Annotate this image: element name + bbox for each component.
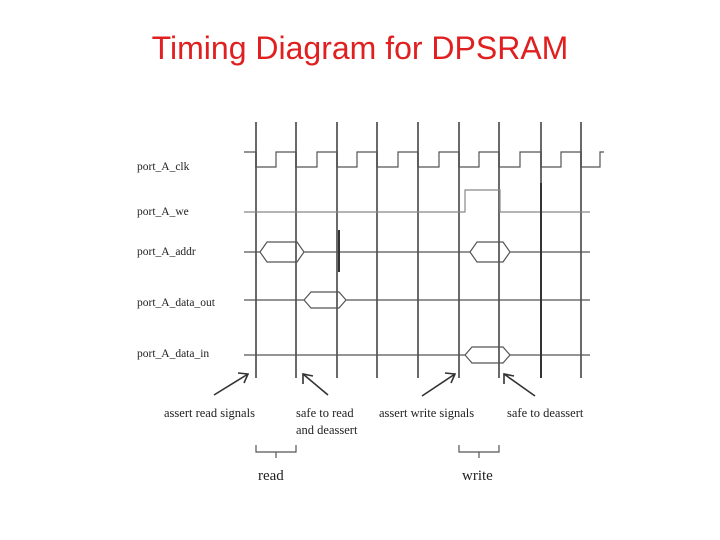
transition-marks — [338, 183, 542, 378]
annotations: assert read signals safe to read and dea… — [164, 406, 584, 437]
waveform-clk — [244, 151, 604, 168]
group-brackets — [255, 445, 500, 458]
waveform-data-out — [244, 291, 590, 309]
annotation-safe-read-line2: and deassert — [296, 423, 358, 437]
signal-label-addr: port_A_addr — [137, 246, 196, 258]
waveform-we — [244, 189, 590, 213]
signal-labels: port_A_clk port_A_we port_A_addr port_A_… — [137, 161, 216, 360]
waveform-addr — [244, 241, 590, 263]
annotation-safe-deassert: safe to deassert — [507, 406, 584, 420]
signal-label-clk: port_A_clk — [137, 161, 190, 173]
group-label-write: write — [462, 468, 493, 484]
signal-label-we: port_A_we — [137, 206, 189, 218]
signal-label-data-in: port_A_data_in — [137, 348, 209, 360]
waveform-data-in — [244, 346, 590, 364]
annotation-arrows — [213, 372, 536, 397]
group-label-read: read — [258, 468, 284, 484]
annotation-assert-write: assert write signals — [379, 406, 474, 420]
signal-label-data-out: port_A_data_out — [137, 297, 216, 309]
annotation-assert-read: assert read signals — [164, 406, 255, 420]
slide-title: Timing Diagram for DPSRAM — [151, 30, 569, 66]
annotation-safe-read-line1: safe to read — [296, 406, 354, 420]
